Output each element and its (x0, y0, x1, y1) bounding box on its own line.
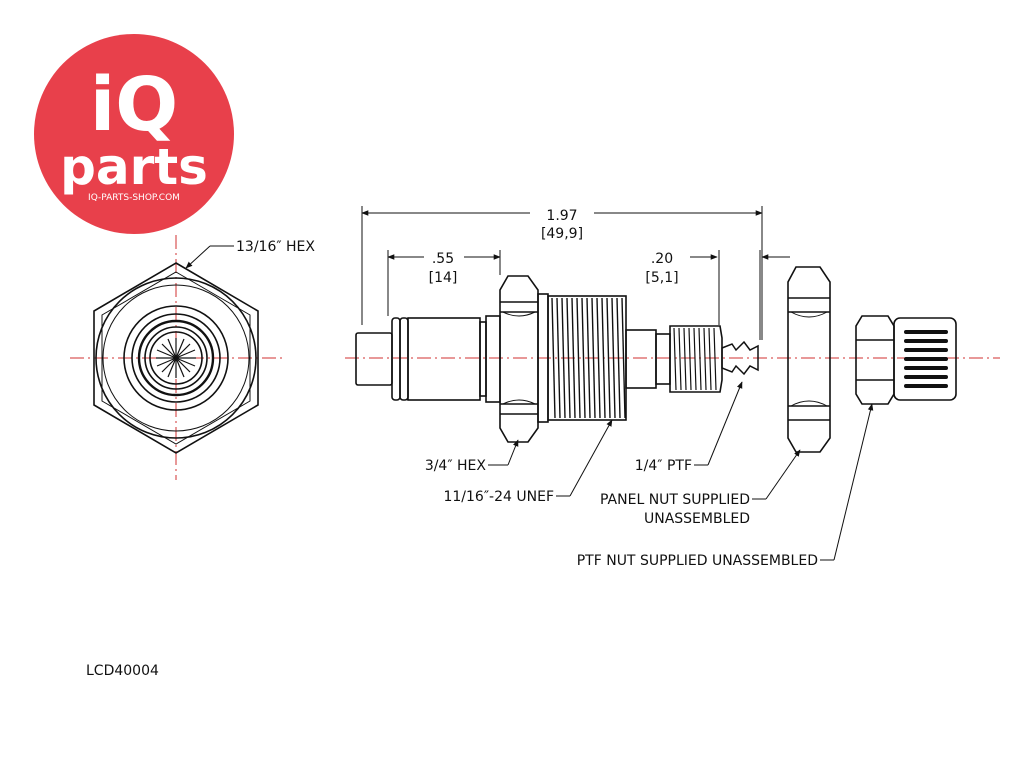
thread-lines (551, 297, 626, 419)
knurl-slot (904, 366, 948, 370)
knurl-slot (904, 357, 948, 361)
ptf-nut (855, 315, 957, 405)
dim-overall-mm: [49,9] (541, 226, 583, 242)
callout-hex-face: 13/16″ HEX (236, 239, 315, 255)
callout-panel-nut-line2: UNASSEMBLED (644, 511, 750, 527)
knurl-slot (904, 384, 948, 388)
knurl-slot (904, 339, 948, 343)
dim-left-in: .55 (432, 251, 454, 267)
dimension-overall (361, 206, 763, 340)
dim-right-mm: [5,1] (645, 270, 678, 286)
callout-leaders (185, 245, 874, 561)
logo-tagline: IQ-PARTS-SHOP.COM (88, 193, 180, 203)
ptf-nut-knurl (904, 330, 948, 388)
logo-brand-bottom: parts (60, 138, 208, 196)
side-view-coupling (355, 275, 627, 443)
dim-right-in: .20 (651, 251, 673, 267)
dimension-right (690, 250, 790, 340)
iq-parts-logo: iQ parts IQ-PARTS-SHOP.COM (34, 34, 234, 234)
ptf-thread-lines (673, 327, 717, 391)
logo-brand-top: iQ (90, 62, 178, 148)
knurl-slot (904, 330, 948, 334)
callout-panel-nut-line1: PANEL NUT SUPPLIED (600, 492, 750, 508)
dim-left-mm: [14] (429, 270, 458, 286)
callout-body-hex: 3/4″ HEX (425, 458, 487, 474)
callout-ptf-nut: PTF NUT SUPPLIED UNASSEMBLED (577, 553, 818, 569)
part-number: LCD40004 (86, 663, 159, 679)
logo-circle (34, 34, 234, 234)
side-view-tail (625, 325, 723, 393)
dimension-left (387, 250, 501, 316)
end-view-hex (93, 262, 259, 454)
callout-thread: 11/16″-24 UNEF (443, 489, 554, 505)
hose-barb (721, 340, 759, 376)
dim-overall-in: 1.97 (546, 208, 577, 224)
knurl-slot (904, 375, 948, 379)
centerlines (70, 235, 1000, 480)
callout-ptf: 1/4″ PTF (635, 458, 692, 474)
knurl-slot (904, 348, 948, 352)
panel-nut (787, 266, 831, 453)
